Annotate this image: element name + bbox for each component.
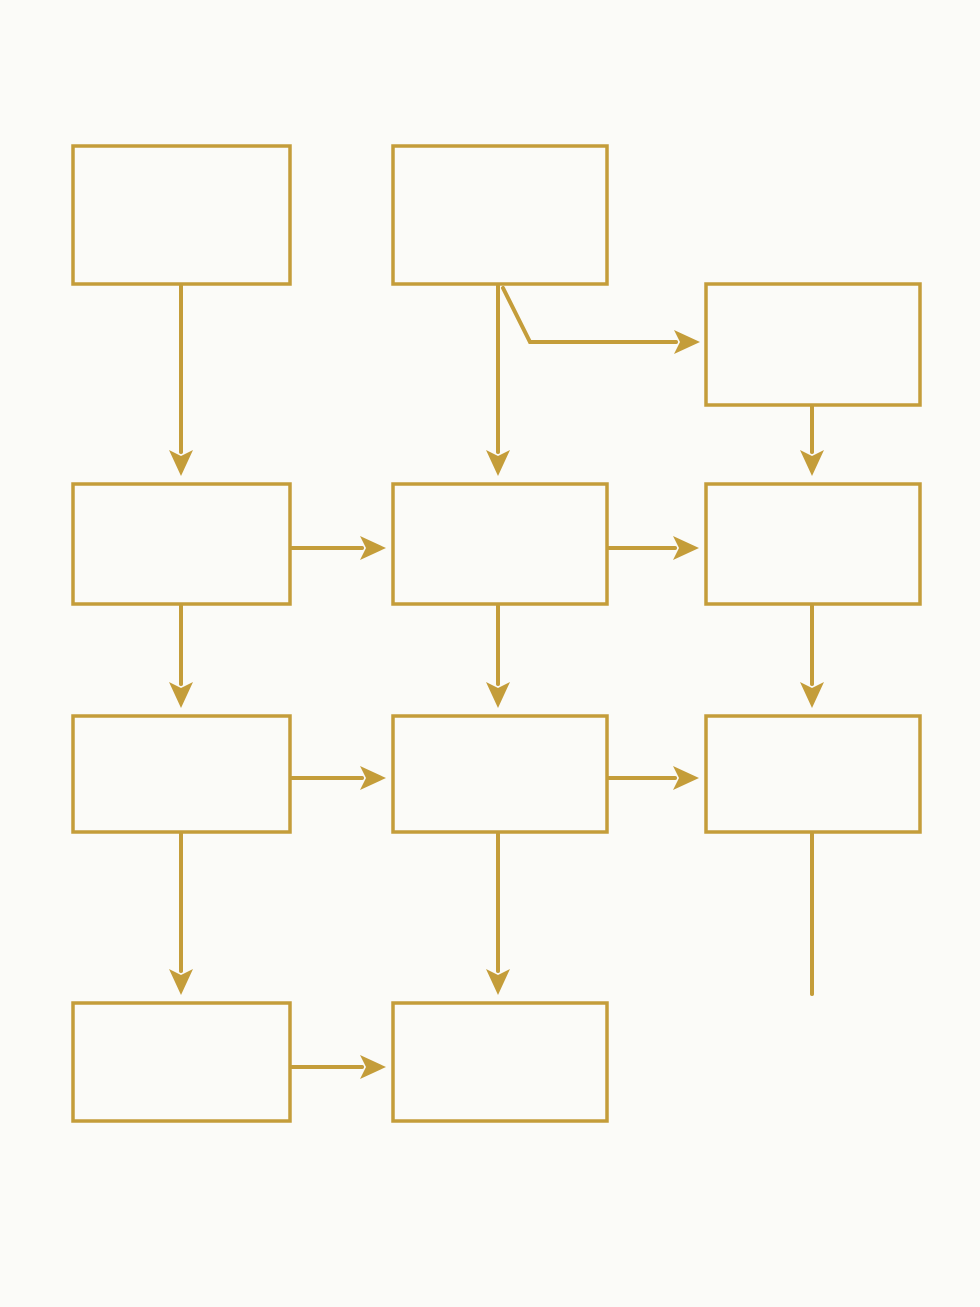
arrowhead-icon	[486, 682, 510, 708]
arrowhead-icon	[674, 330, 700, 354]
arrowhead-icon	[169, 450, 193, 476]
arrowhead-icon	[360, 766, 386, 790]
arrowhead-icon	[800, 682, 824, 708]
arrowhead-icon	[673, 766, 699, 790]
flow-box-r3-c1	[71, 714, 292, 834]
flow-box-r3-c2	[391, 714, 609, 834]
arrowhead-icon	[486, 450, 510, 476]
flow-box-r3-c3	[704, 714, 922, 834]
connector-layer	[169, 284, 824, 1079]
flow-box-r1b-c3	[704, 282, 922, 407]
arrowhead-icon	[360, 1055, 386, 1079]
arrowhead-icon	[486, 969, 510, 995]
arrowhead-icon	[673, 536, 699, 560]
flow-box-r1-c2	[391, 144, 609, 286]
box-layer	[71, 144, 922, 1123]
flow-box-r4-c1	[71, 1001, 292, 1123]
arrowhead-icon	[169, 969, 193, 995]
flow-box-r2-c2	[391, 482, 609, 606]
flow-box-r1-c1	[71, 144, 292, 286]
arrowhead-icon	[360, 536, 386, 560]
arrowhead-icon	[800, 450, 824, 476]
flow-box-r2-c1	[71, 482, 292, 606]
flow-box-r2-c3	[704, 482, 922, 606]
connector-line	[501, 286, 678, 344]
arrowhead-icon	[169, 682, 193, 708]
flow-box-r4-c2	[391, 1001, 609, 1123]
